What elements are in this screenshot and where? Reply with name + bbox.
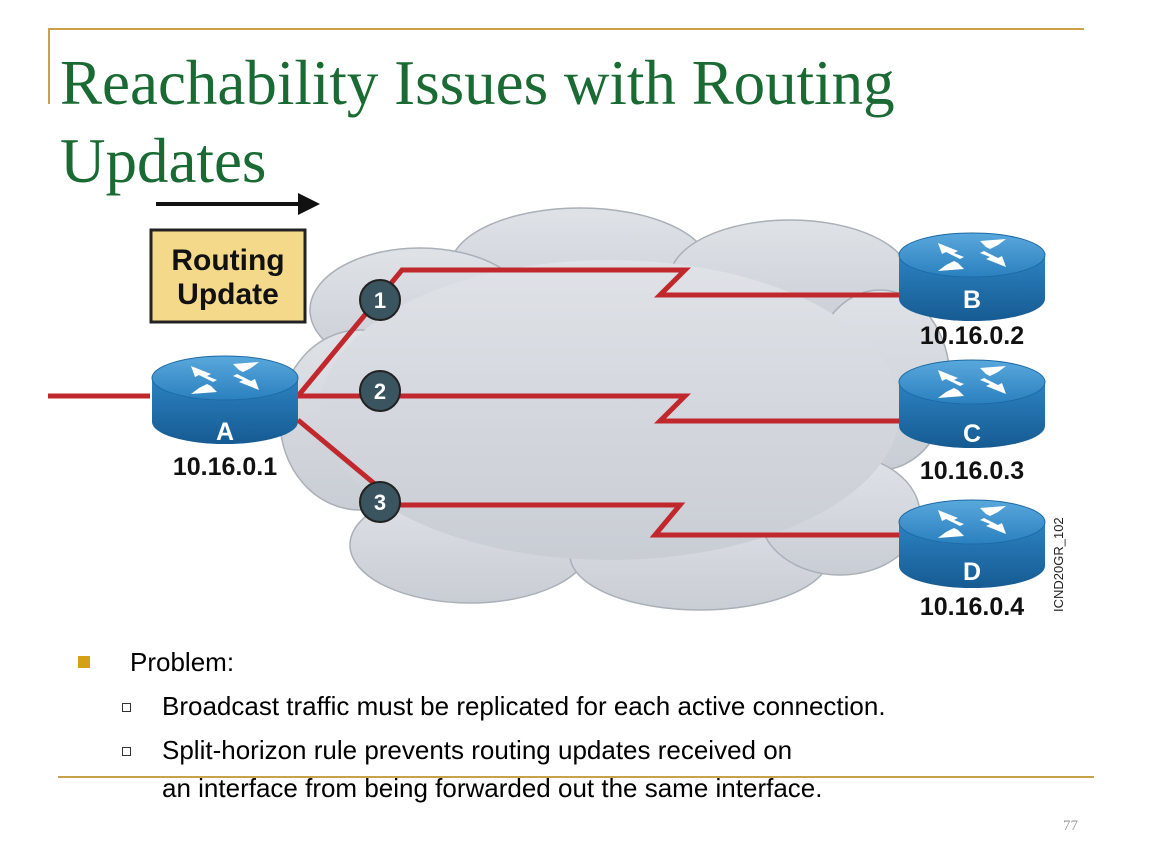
page-number: 77 [1063, 818, 1078, 834]
left-rule [48, 28, 50, 104]
callout-line-1: Routing [171, 244, 284, 277]
router-d-letter: D [963, 558, 981, 586]
slide-title: Reachability Issues with Routing Updates [60, 44, 1060, 200]
sub-bullet-1: Broadcast traffic must be replicated for… [78, 687, 1078, 725]
bullet-list: Problem: Broadcast traffic must be repli… [78, 643, 1078, 807]
hollow-square-bullet-icon [122, 747, 131, 756]
direction-arrow-icon [156, 193, 320, 215]
square-bullet-icon [78, 656, 90, 668]
bullet-problem: Problem: [78, 643, 1078, 681]
router-b-ip: 10.16.0.2 [920, 322, 1024, 350]
sub-bullet-2-line-2: an interface from being forwarded out th… [162, 773, 823, 803]
sub-bullet-2: Split-horizon rule prevents routing upda… [78, 731, 1078, 807]
figure-id-watermark: ICND20GR_102 [1051, 517, 1066, 612]
top-rule [48, 28, 1084, 30]
routing-update-callout: Routing Update [149, 228, 307, 324]
router-b-letter: B [963, 286, 981, 314]
sub-bullet-2-line-1: Split-horizon rule prevents routing upda… [162, 735, 793, 765]
hollow-square-bullet-icon [122, 703, 131, 712]
router-c-ip: 10.16.0.3 [920, 457, 1024, 485]
router-d-ip: 10.16.0.4 [920, 593, 1024, 621]
callout-line-2: Update [177, 278, 279, 311]
circuit-badges [359, 279, 401, 523]
circuit-2-link [298, 393, 900, 424]
router-a-letter: A [216, 418, 234, 446]
circuit-2-label: 2 [374, 379, 386, 404]
router-c-letter: C [963, 420, 981, 448]
bottom-rule [58, 776, 1094, 778]
sub-bullet-1-line-1: Broadcast traffic must be replicated for… [162, 691, 886, 721]
circuit-3-label: 3 [374, 490, 386, 515]
bullet-heading: Problem: [130, 647, 235, 677]
router-a-ip: 10.16.0.1 [173, 453, 277, 481]
circuit-3-link [296, 418, 900, 538]
title-line-1: Reachability Issues with Routing [60, 48, 895, 118]
title-line-2: Updates [60, 126, 267, 196]
circuit-1-label: 1 [374, 288, 386, 313]
